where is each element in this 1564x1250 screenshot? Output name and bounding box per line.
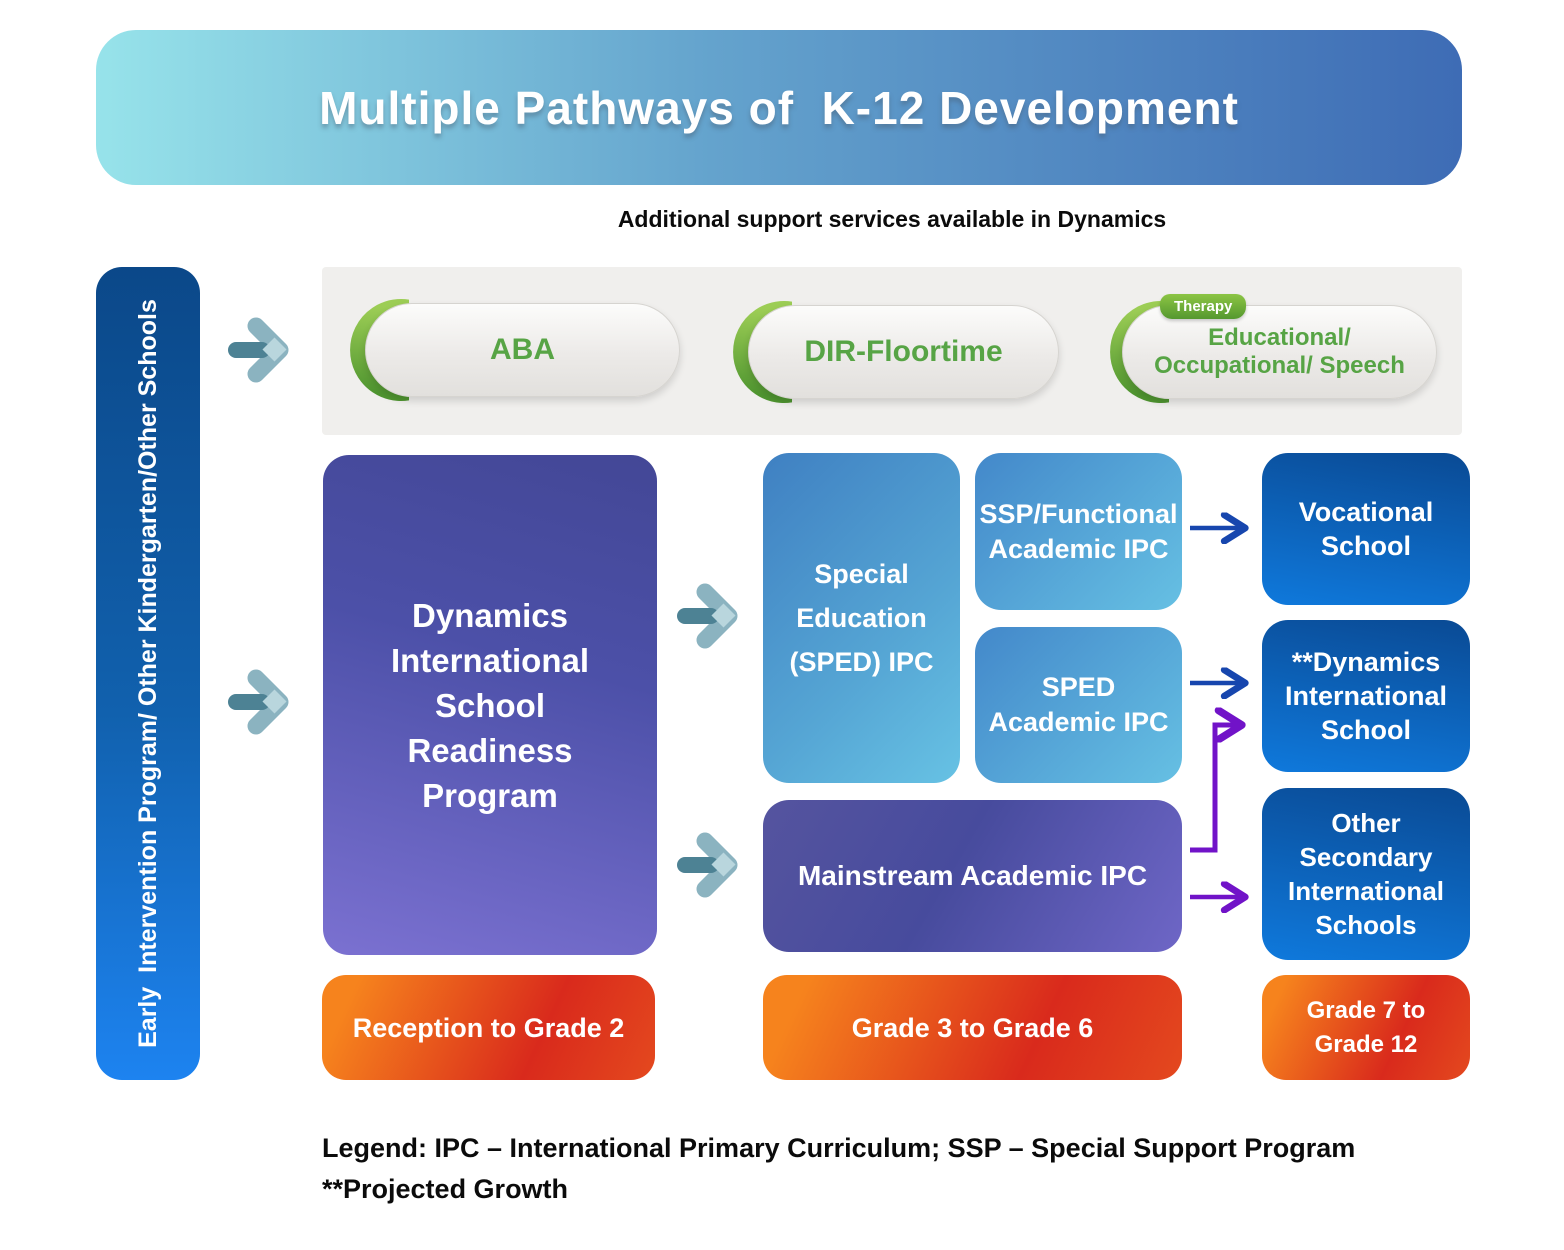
pill-aba: ABA — [365, 303, 680, 397]
early-intervention-rail: Early Intervention Program/ Other Kinder… — [96, 267, 200, 1080]
box-sped-academic-ipc: SPED Academic IPC — [975, 627, 1182, 783]
box-mainstream-academic-ipc: Mainstream Academic IPC — [763, 800, 1182, 952]
grade-band-reception-to-2: Reception to Grade 2 — [322, 975, 655, 1080]
header-banner: Multiple Pathways of K-12 Development — [96, 30, 1462, 185]
arrow-mainstream-to-dynamics — [1190, 725, 1236, 853]
box-other-secondary-schools: Other Secondary International Schools — [1262, 788, 1470, 960]
flow-arrow-icon — [228, 317, 289, 383]
pill-dir-floortime: DIR-Floortime — [748, 305, 1059, 399]
box-ssp-functional-academic-ipc: SSP/Functional Academic IPC — [975, 453, 1182, 610]
box-school-readiness-program: Dynamics International School Readiness … — [323, 455, 657, 955]
flow-arrow-icon — [228, 669, 289, 735]
legend-line-1: Legend: IPC – International Primary Curr… — [322, 1133, 1356, 1163]
pill-dir-floortime-label: DIR-Floortime — [804, 334, 1003, 368]
flow-arrow-icon — [677, 583, 738, 649]
pill-therapy-services: Educational/ Occupational/ Speech — [1122, 305, 1437, 399]
grade-band-3-to-6: Grade 3 to Grade 6 — [763, 975, 1182, 1080]
pill-aba-label: ABA — [490, 332, 555, 366]
pill-therapy-services-label: Educational/ Occupational/ Speech — [1154, 324, 1405, 379]
early-intervention-rail-label: Early Intervention Program/ Other Kinder… — [133, 299, 162, 1048]
legend-line-2: **Projected Growth — [322, 1174, 569, 1204]
flow-arrow-icon — [677, 832, 738, 898]
support-services-caption: Additional support services available in… — [617, 206, 1167, 232]
box-sped-ipc: Special Education (SPED) IPC — [763, 453, 960, 783]
grade-band-7-to-12: Grade 7 to Grade 12 — [1262, 975, 1470, 1080]
box-dynamics-international-school: **Dynamics International School — [1262, 620, 1470, 772]
legend: Legend: IPC – International Primary Curr… — [322, 1128, 1372, 1210]
box-vocational-school: Vocational School — [1262, 453, 1470, 605]
page-title: Multiple Pathways of K-12 Development — [319, 81, 1239, 134]
therapy-tag: Therapy — [1160, 294, 1247, 319]
